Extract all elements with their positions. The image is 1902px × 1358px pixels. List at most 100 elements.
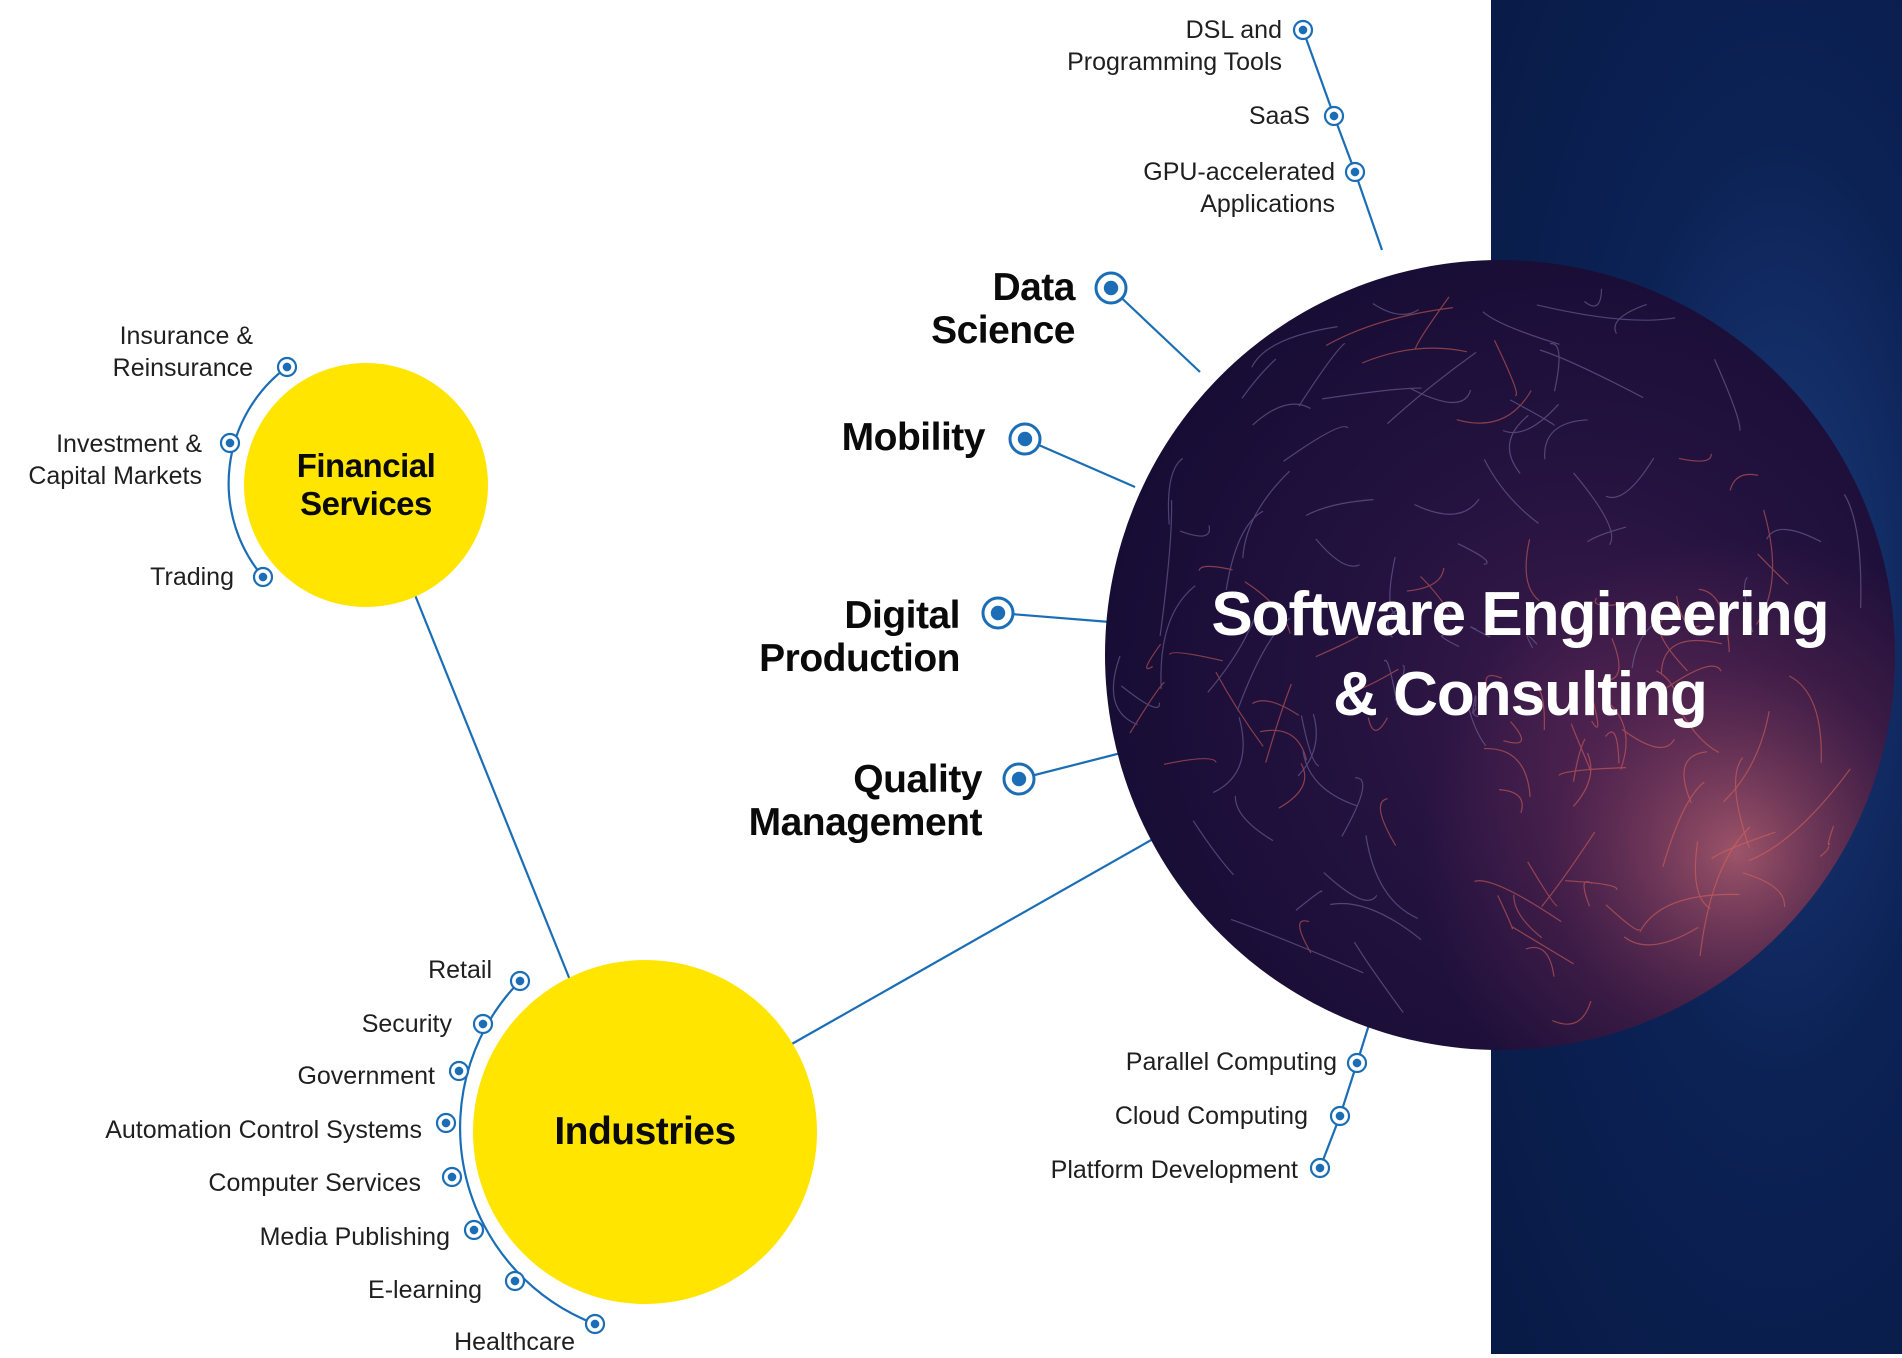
texture-strand [1711,831,1776,860]
texture-strand [1315,538,1360,567]
dot-trading [252,566,274,588]
texture-strand [1605,904,1640,931]
texture-strand [1742,872,1786,908]
dot-media-publishing [463,1219,485,1241]
texture-strand [1414,498,1480,515]
texture-strand [1406,567,1445,592]
texture-strand [1766,528,1822,543]
texture-strand [1242,470,1291,559]
label-media-publishing: Media Publishing [259,1223,450,1251]
texture-strand [1508,414,1529,474]
connector-top-cluster [1301,29,1384,251]
texture-strand [1120,685,1160,708]
texture-strand [1683,751,1708,804]
texture-strand [1192,820,1234,876]
texture-strand [1283,426,1349,462]
node-dots [219,19,1368,1335]
texture-strand [1325,307,1453,347]
label-platform-development: Platform Development [1050,1156,1298,1184]
connector-data-science [1110,287,1201,373]
texture-strand [1502,403,1559,434]
texture-strand [1827,825,1835,846]
industries-hub-label: Industries [554,1110,736,1153]
connector-digital-production [997,611,1111,624]
label-saas: SaaS [1248,102,1310,130]
texture-strand [1483,747,1531,797]
texture-strand [1528,685,1545,731]
texture-strand [1295,890,1323,911]
texture-strand [1389,556,1399,616]
texture-strand [1694,841,1711,910]
texture-strand [1207,611,1258,693]
texture-strand [1497,895,1514,930]
texture-strand [1387,608,1400,638]
texture-strand [1513,894,1543,939]
texture-strand [1526,634,1538,649]
texture-strand [1485,674,1502,692]
texture-strand [1549,343,1560,392]
texture-strand [1298,342,1346,407]
texture-strand [1386,351,1477,425]
texture-strand [1639,893,1740,933]
texture-strand [1536,304,1676,321]
label-government: Government [297,1062,435,1090]
texture-strand [1372,302,1420,315]
label-retail: Retail [428,956,492,984]
dot-insurance [276,356,298,378]
texture-strand [1660,640,1723,674]
dot-automation-control [435,1112,457,1134]
label-security: Security [361,1010,452,1038]
texture-strand [1315,636,1359,658]
dot-dsl-tools [1292,19,1314,41]
texture-strand [1527,861,1558,907]
texture-strand [1302,751,1358,807]
texture-strand [1468,709,1487,747]
dot-quality-management [1002,762,1036,796]
label-trading: Trading [150,563,234,591]
connector-financial-industries [413,594,572,981]
dot-computer-services [441,1166,463,1188]
dot-platform-development [1309,1157,1331,1179]
texture-strand [1474,880,1562,923]
texture-strand [1394,664,1405,701]
texture-strand [1244,581,1291,634]
texture-strand [1420,576,1452,614]
texture-strand [1565,880,1618,891]
texture-strand [1198,565,1233,571]
dot-gpu-apps [1344,161,1366,183]
texture-strand [1341,777,1364,837]
dot-government [448,1060,470,1082]
texture-strand [1367,717,1388,731]
connector-mobility [1024,437,1136,489]
dot-cloud-computing [1329,1105,1351,1127]
texture-strand [1146,643,1162,670]
texture-strand [1605,457,1655,499]
financial-arc [227,366,288,578]
texture-strand [1699,826,1751,956]
texture-strand [1539,349,1644,399]
main-hub-glow [1105,260,1895,1050]
label-healthcare: Healthcare [454,1328,575,1356]
texture-strand [1379,798,1397,846]
texture-strand [1361,347,1468,364]
label-gpu-apps: GPU-accelerated Applications [1143,158,1335,218]
texture-strand [1573,752,1592,807]
texture-strand [1456,390,1532,424]
texture-strand [1662,781,1705,867]
label-quality-management: Quality Management [748,758,983,844]
texture-strand [1621,728,1675,748]
texture-strand [1241,358,1277,399]
texture-strand [1365,835,1418,919]
texture-strand [1631,612,1680,668]
texture-strand [1594,597,1638,606]
texture-strand [1483,459,1539,524]
texture-strand [1713,358,1741,431]
texture-strand [1236,617,1291,711]
texture-strand [1441,634,1460,648]
texture-strand [1511,926,1574,965]
label-dsl-tools: DSL and Programming Tools [1067,16,1282,76]
texture-strand [1457,543,1488,565]
label-digital-production: Digital Production [759,594,960,680]
texture-strand [1544,419,1588,460]
